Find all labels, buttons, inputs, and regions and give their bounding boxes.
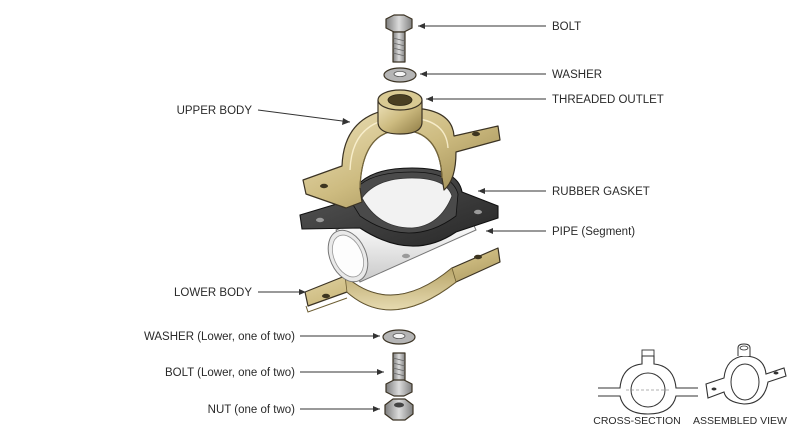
callout-pipe: PIPE (Segment) — [486, 226, 635, 238]
label-nut: NUT (one of two) — [208, 404, 296, 416]
callout-upper-body: UPPER BODY — [177, 105, 351, 125]
label-rubber-gasket: RUBBER GASKET — [552, 186, 650, 198]
callout-rubber-gasket: RUBBER GASKET — [478, 186, 650, 198]
label-lower-body: LOWER BODY — [174, 287, 252, 299]
callout-lower-body: LOWER BODY — [174, 287, 306, 299]
callout-nut: NUT (one of two) — [208, 404, 380, 416]
cross-section-view: CROSS-SECTION — [593, 349, 698, 427]
label-threaded-outlet: THREADED OUTLET — [552, 94, 664, 106]
label-washer: WASHER — [552, 69, 602, 81]
label-assembled-view: ASSEMBLED VIEW — [693, 415, 787, 427]
washer-lower — [382, 329, 416, 345]
label-washer-lower: WASHER (Lower, one of two) — [144, 331, 295, 343]
washer-top — [383, 67, 417, 83]
callout-washer: WASHER — [420, 69, 602, 81]
callout-bolt-lower: BOLT (Lower, one of two) — [165, 367, 384, 379]
assembled-view: ASSEMBLED VIEW — [693, 343, 787, 427]
label-cross-section: CROSS-SECTION — [593, 415, 681, 427]
rubber-gasket — [299, 167, 499, 259]
nut — [384, 398, 414, 421]
label-bolt: BOLT — [552, 21, 581, 33]
lower-body — [304, 247, 501, 313]
label-upper-body: UPPER BODY — [177, 105, 253, 117]
callout-threaded-outlet: THREADED OUTLET — [426, 94, 664, 106]
label-pipe: PIPE (Segment) — [552, 226, 635, 238]
threaded-outlet — [377, 89, 423, 135]
bolt-lower — [385, 352, 413, 397]
label-bolt-lower: BOLT (Lower, one of two) — [165, 367, 295, 379]
callout-bolt: BOLT — [418, 21, 581, 33]
bolt-top — [385, 14, 413, 63]
callout-washer-lower: WASHER (Lower, one of two) — [144, 331, 380, 343]
